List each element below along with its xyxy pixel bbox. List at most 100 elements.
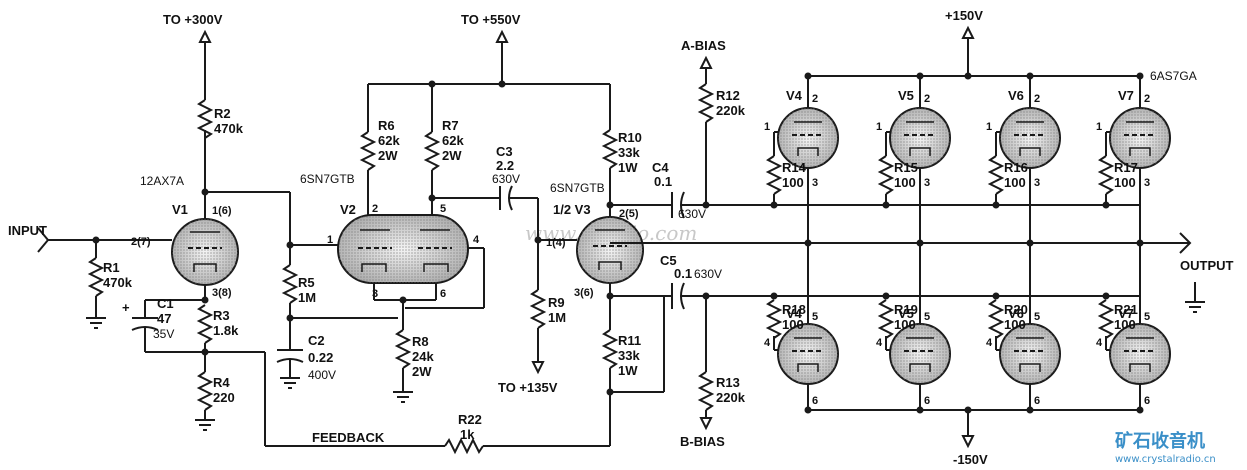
c3-value: 2.2	[496, 158, 514, 173]
input-section: INPUT R1 470k 2(7)	[8, 223, 151, 329]
v2-pin-5: 5	[440, 203, 446, 215]
pin-label: 6	[1144, 395, 1150, 407]
supply-arrow-icon	[198, 29, 212, 43]
r3-name: R3	[213, 308, 230, 323]
c4-voltage: 630V	[678, 207, 706, 221]
pin-label: 3	[1034, 177, 1040, 189]
v1-name: V1	[172, 202, 188, 217]
v3-name: 1/2 V3	[553, 202, 591, 217]
v2-pin-2: 2	[372, 203, 378, 215]
r11-resistor	[601, 329, 619, 369]
r11-name: R11	[618, 333, 641, 348]
c3-voltage: 630V	[492, 172, 520, 186]
r18-name: R18	[782, 302, 806, 317]
ground-icon	[86, 317, 106, 329]
pin-label: 4	[764, 337, 771, 349]
r22-value: 1k	[460, 427, 475, 442]
supply-150p-label: +150V	[945, 8, 983, 23]
supply-550-label: TO +550V	[461, 12, 521, 27]
pin-label: 6	[1034, 395, 1040, 407]
r21-resistor	[1097, 299, 1115, 339]
v5a-tube: V5	[889, 88, 951, 169]
v3-type: 6SN7GTB	[550, 181, 605, 195]
r1-value: 470k	[103, 275, 133, 290]
r2-value: 470k	[214, 121, 244, 136]
r4-name: R4	[213, 375, 230, 390]
pin-label: 2	[1144, 93, 1150, 105]
v6a-name: V6	[1008, 88, 1024, 103]
supply-300-label: TO +300V	[163, 12, 223, 27]
r5-value: 1M	[298, 290, 316, 305]
r16-value: 100	[1004, 175, 1026, 190]
supply-arrow-icon	[961, 435, 975, 449]
r8-resistor	[394, 329, 412, 369]
pin-label: 5	[1144, 311, 1150, 323]
pin-label: 5	[924, 311, 930, 323]
c4-name: C4	[652, 160, 669, 175]
r21-value: 100	[1114, 317, 1136, 332]
supply-135-label: TO +135V	[498, 380, 558, 395]
v4a-tube: V4	[777, 88, 839, 169]
r13-value: 220k	[716, 390, 746, 405]
c5-name: C5	[660, 253, 677, 268]
ground-icon	[1185, 301, 1205, 313]
c2-value: 0.22	[308, 350, 333, 365]
v5b-name: V5	[898, 306, 914, 321]
r7-name: R7	[442, 118, 459, 133]
ground-icon	[195, 419, 215, 431]
v3-pin-plate: 2(5)	[619, 208, 639, 220]
r16-resistor	[987, 155, 1005, 195]
pin-label: 3	[924, 177, 930, 189]
a-bias-label: A-BIAS	[681, 38, 726, 53]
r12-resistor	[697, 83, 715, 123]
v7a-tube: V7	[1109, 88, 1171, 169]
c4-value: 0.1	[654, 174, 672, 189]
r17-name: R17	[1114, 160, 1138, 175]
r20-value: 100	[1004, 317, 1026, 332]
r10-value: 33k	[618, 145, 640, 160]
v3-pin-grid: 1(4)	[546, 237, 566, 249]
c1-name: C1	[157, 296, 174, 311]
r15-name: R15	[894, 160, 918, 175]
r19-value: 100	[894, 317, 916, 332]
pin-label: 1	[764, 121, 770, 133]
pin-label: 3	[812, 177, 818, 189]
v1-pin-plate: 1(6)	[212, 205, 232, 217]
pin-label: 6	[924, 395, 930, 407]
v2-tube: V2 6SN7GTB 1 2 3 4 5 6	[300, 172, 480, 300]
pin-label: 2	[1034, 93, 1040, 105]
r6-name: R6	[378, 118, 395, 133]
r9-resistor	[529, 289, 547, 329]
r18-value: 100	[782, 317, 804, 332]
r14-name: R14	[782, 160, 807, 175]
pin-label: 5	[812, 311, 818, 323]
c1-value: 47	[157, 311, 171, 326]
r4-value: 220	[213, 390, 235, 405]
r5-resistor	[281, 264, 299, 304]
v2-pin-6: 6	[440, 288, 446, 300]
r12-value: 220k	[716, 103, 746, 118]
r8-value: 24k	[412, 349, 434, 364]
r10-power: 1W	[618, 160, 638, 175]
r9-value: 1M	[548, 310, 566, 325]
r13-name: R13	[716, 375, 740, 390]
v1-pin-cathode: 3(8)	[212, 287, 232, 299]
r7-power: 2W	[442, 148, 462, 163]
r17-value: 100	[1114, 175, 1136, 190]
r6-power: 2W	[378, 148, 398, 163]
c2-name: C2	[308, 333, 325, 348]
output-tube-type: 6AS7GA	[1150, 69, 1197, 83]
v7b-tube: V7	[1109, 306, 1171, 385]
v2-pin-3: 3	[372, 288, 378, 300]
r14-value: 100	[782, 175, 804, 190]
supply-arrow-icon	[495, 29, 509, 43]
v1-pin-grid: 2(7)	[131, 236, 151, 248]
r14-resistor	[765, 155, 783, 195]
pin-label: 4	[986, 337, 993, 349]
r12-name: R12	[716, 88, 740, 103]
c5-voltage: 630V	[694, 267, 722, 281]
r11-power: 1W	[618, 363, 638, 378]
c2-voltage: 400V	[308, 368, 336, 382]
pin-label: 1	[876, 121, 882, 133]
